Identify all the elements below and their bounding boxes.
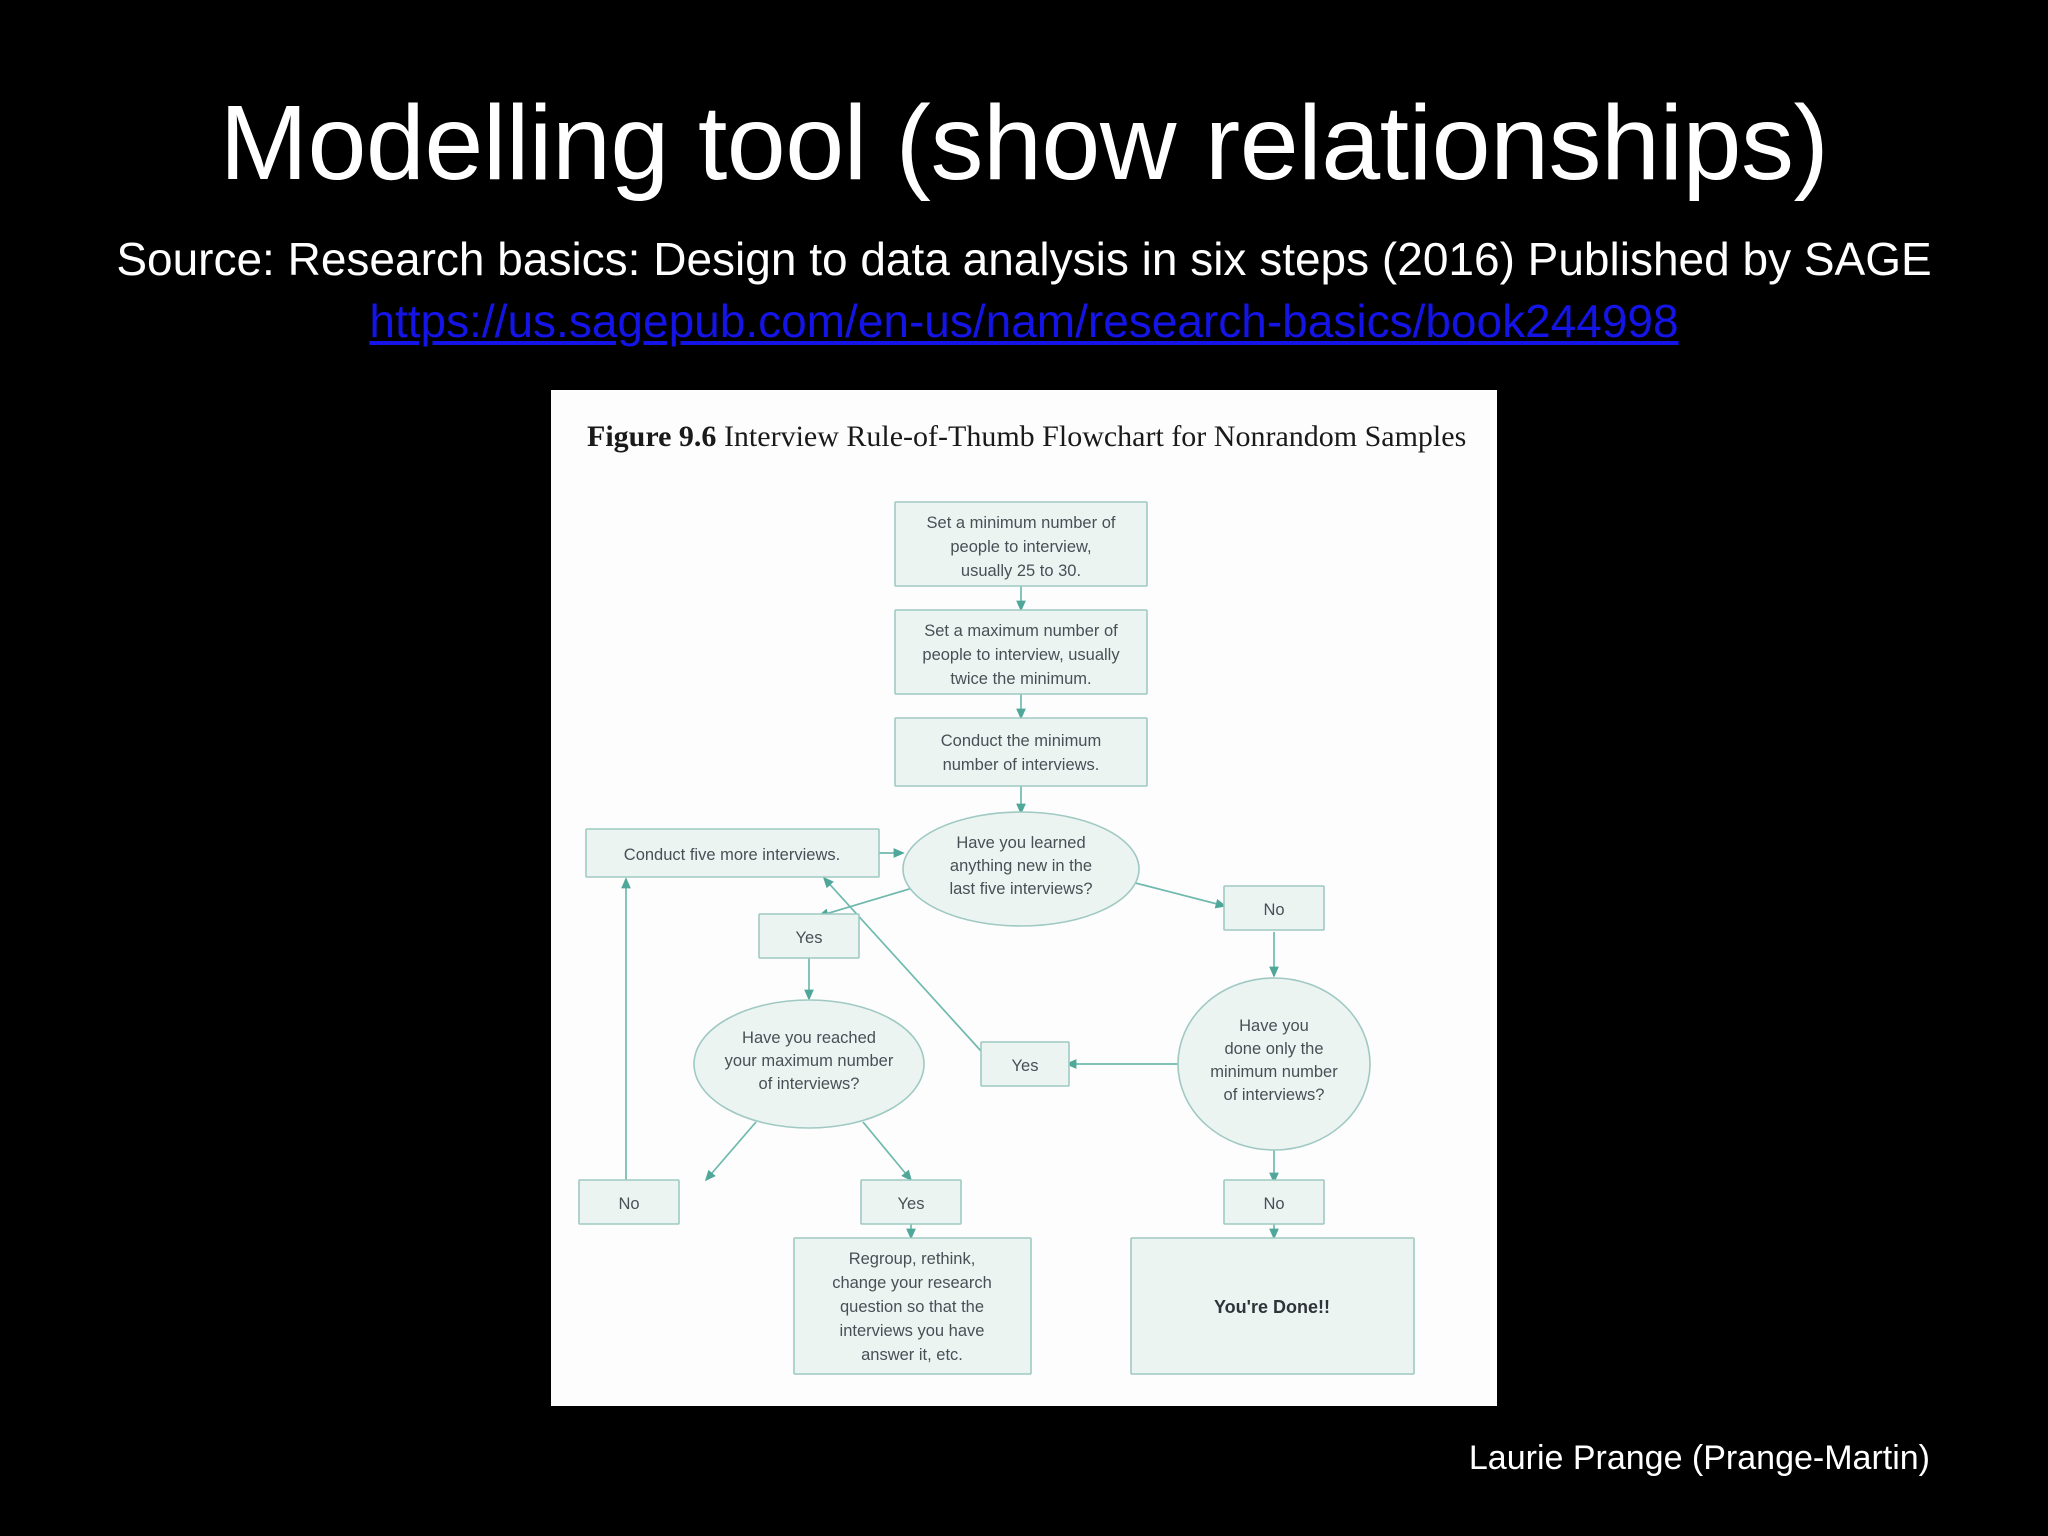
node-label: anything new in the (950, 857, 1092, 875)
node-label: minimum number (1210, 1063, 1338, 1081)
label-yes-learned: Yes (758, 913, 860, 959)
label-yes-reached-maximum: Yes (860, 1179, 962, 1225)
node-set-maximum: Set a maximum number of people to interv… (894, 609, 1148, 695)
node-label: Yes (796, 929, 823, 947)
figure-caption: Figure 9.6 Interview Rule-of-Thumb Flowc… (587, 418, 1467, 456)
edge-y2-n4 (822, 876, 982, 1052)
node-label: of interviews? (1224, 1086, 1325, 1104)
node-label: of interviews? (759, 1075, 860, 1093)
node-label: change your research (832, 1274, 992, 1292)
node-label: question so that the (840, 1298, 984, 1316)
node-conduct-minimum: Conduct the minimum number of interviews… (894, 717, 1148, 787)
label-no-reached-maximum: No (578, 1179, 680, 1225)
node-label: people to interview, (950, 538, 1091, 556)
figure-panel: Figure 9.6 Interview Rule-of-Thumb Flowc… (551, 390, 1497, 1406)
node-label: number of interviews. (943, 756, 1100, 774)
node-label: twice the minimum. (950, 670, 1091, 688)
edge-d1-y1 (817, 883, 927, 918)
label-yes-done-only-minimum: Yes (980, 1041, 1070, 1087)
node-label: interviews you have (840, 1322, 985, 1340)
label-no-done-only-minimum: No (1223, 1179, 1325, 1225)
node-label: No (1263, 901, 1284, 919)
figure-label: Figure 9.6 (587, 420, 717, 453)
figure-caption-text: Interview Rule-of-Thumb Flowchart for No… (716, 420, 1467, 453)
label-no-learned: No (1223, 885, 1325, 931)
node-label: Yes (1012, 1057, 1039, 1075)
node-label: No (1263, 1195, 1284, 1213)
node-label: You're Done!! (1214, 1297, 1330, 1317)
node-label: Have you learned (956, 834, 1085, 852)
node-set-minimum: Set a minimum number of people to interv… (894, 501, 1148, 587)
node-label: Regroup, rethink, (849, 1250, 976, 1268)
page-title: Modelling tool (show relationships) (219, 84, 1829, 202)
node-label: Conduct five more interviews. (624, 846, 840, 864)
node-label: Have you reached (742, 1029, 876, 1047)
decision-learned-anything-new: Have you learned anything new in the las… (902, 811, 1140, 927)
node-conduct-five-more: Conduct five more interviews. (585, 828, 880, 878)
edge-d2-no2 (704, 1121, 757, 1182)
node-label: people to interview, usually (922, 646, 1120, 664)
node-label: Yes (898, 1195, 925, 1213)
source-url-container: https://us.sagepub.com/en-us/nam/researc… (0, 294, 2048, 348)
node-youre-done: You're Done!! (1130, 1237, 1415, 1375)
node-label: Set a maximum number of (924, 622, 1118, 640)
node-label: answer it, etc. (861, 1346, 963, 1364)
node-label: Set a minimum number of (927, 514, 1116, 532)
node-label: Have you (1239, 1017, 1309, 1035)
node-label: Conduct the minimum (941, 732, 1101, 750)
flowchart-svg: Set a minimum number of people to interv… (578, 501, 1415, 1375)
node-label: No (618, 1195, 639, 1213)
decision-done-only-minimum: Have you done only the minimum number of… (1177, 977, 1371, 1151)
author-attribution: Laurie Prange (Prange-Martin) (1468, 1439, 1930, 1477)
node-regroup-rethink: Regroup, rethink, change your research q… (793, 1237, 1032, 1375)
node-label: usually 25 to 30. (961, 562, 1081, 580)
source-url-link[interactable]: https://us.sagepub.com/en-us/nam/researc… (369, 295, 1679, 347)
node-label: done only the (1224, 1040, 1323, 1058)
node-label: your maximum number (725, 1052, 894, 1070)
source-subtitle: Source: Research basics: Design to data … (116, 233, 1932, 285)
node-label: last five interviews? (949, 880, 1092, 898)
decision-reached-maximum: Have you reached your maximum number of … (693, 999, 925, 1129)
edge-d2-y3 (862, 1121, 913, 1182)
